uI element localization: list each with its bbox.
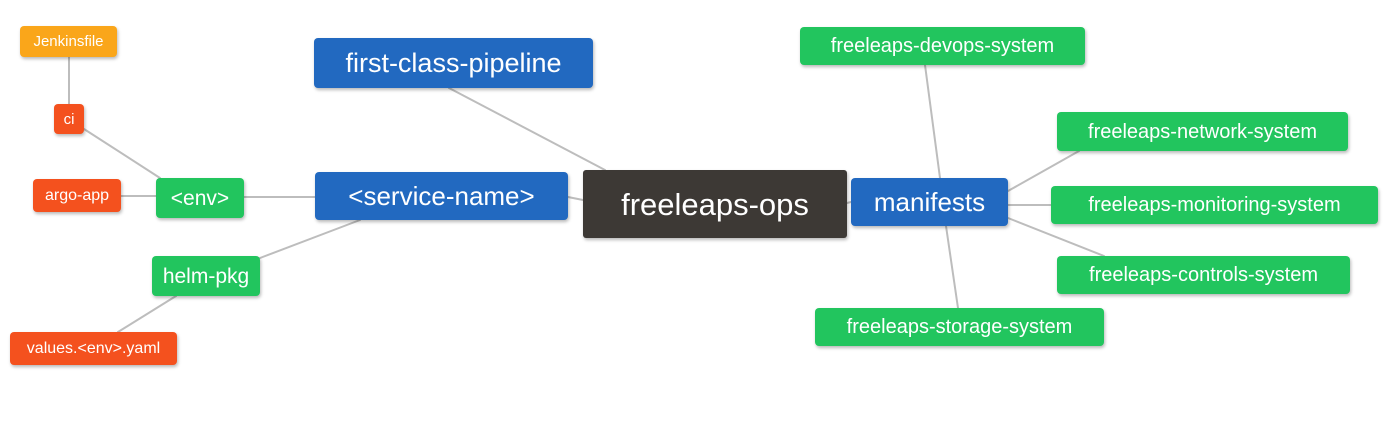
node-freeleaps-ops[interactable]: freeleaps-ops [583, 170, 847, 238]
node-freeleaps-devops-system[interactable]: freeleaps-devops-system [800, 27, 1085, 65]
node-freeleaps-network-system[interactable]: freeleaps-network-system [1057, 112, 1348, 151]
node-service-name[interactable]: <service-name> [315, 172, 568, 220]
node-label: freeleaps-network-system [1088, 120, 1317, 143]
node-values-env-yaml[interactable]: values.<env>.yaml [10, 332, 177, 365]
node-label: freeleaps-devops-system [830, 35, 1055, 57]
node-freeleaps-storage-system[interactable]: freeleaps-storage-system [815, 308, 1104, 346]
node-freeleaps-controls-system[interactable]: freeleaps-controls-system [1057, 256, 1350, 294]
node-label: argo-app [44, 186, 110, 204]
node-jenkinsfile[interactable]: Jenkinsfile [20, 26, 117, 57]
node-label: <service-name> [348, 181, 535, 211]
node-label: ci [63, 110, 75, 128]
node-first-class-pipeline[interactable]: first-class-pipeline [314, 38, 593, 88]
node-freeleaps-monitoring-system[interactable]: freeleaps-monitoring-system [1051, 186, 1378, 224]
node-ci[interactable]: ci [54, 104, 84, 134]
node-label: values.<env>.yaml [26, 339, 161, 357]
node-label: freeleaps-storage-system [846, 316, 1073, 338]
node-label: first-class-pipeline [345, 47, 562, 78]
node-helm-pkg[interactable]: helm-pkg [152, 256, 260, 296]
node-label: freeleaps-controls-system [1089, 264, 1318, 286]
node-label: Jenkinsfile [33, 33, 104, 50]
node-label: helm-pkg [162, 264, 250, 288]
node-manifests[interactable]: manifests [851, 178, 1008, 226]
node-label: freeleaps-monitoring-system [1088, 194, 1341, 216]
node-label: manifests [873, 187, 986, 217]
node-label: freeleaps-ops [621, 186, 809, 222]
node-label: <env> [170, 186, 230, 210]
node-argo-app[interactable]: argo-app [33, 179, 121, 212]
node-env[interactable]: <env> [156, 178, 244, 218]
